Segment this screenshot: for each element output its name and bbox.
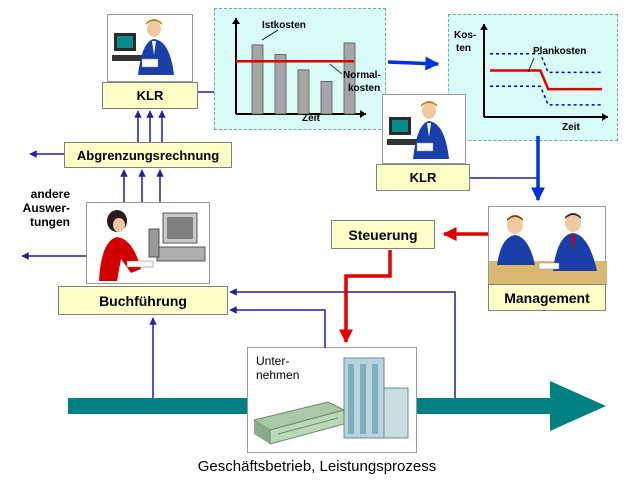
right-chart-y-arrowhead — [480, 24, 488, 30]
left-chart-y-arrowhead — [232, 18, 240, 24]
company-line-1: Unter- — [256, 354, 290, 368]
kosten-ylabel-1: Kos- — [454, 30, 477, 41]
person-at-computer-icon — [112, 19, 174, 75]
other-line-1: andere — [30, 187, 70, 201]
right-chart-xlabel: Zeit — [562, 122, 580, 133]
other-line-2: Auswer- — [22, 201, 70, 215]
klr-top-text: KLR — [136, 88, 164, 103]
klr-top-label: KLR — [102, 82, 198, 109]
plankosten-chart-panel — [448, 14, 618, 141]
normalkosten-label-1: Normal- — [343, 70, 381, 81]
lower-tolerance-line — [490, 85, 602, 106]
klr-middle-label: KLR — [376, 164, 470, 191]
management-box: Management — [488, 284, 606, 311]
management-clip — [488, 206, 607, 285]
diagram-caption: Geschäftsbetrieb, Leistungsprozess — [197, 458, 437, 475]
istkosten-bar-3 — [297, 69, 310, 115]
klr-middle-text: KLR — [409, 170, 437, 185]
plankosten-pointer — [527, 57, 535, 73]
istkosten-label: Istkosten — [262, 20, 306, 31]
upper-tolerance-line — [490, 53, 602, 74]
steuerung-text: Steuerung — [348, 226, 418, 243]
woman-at-computer-icon — [99, 210, 206, 281]
management-text: Management — [504, 289, 590, 306]
left-chart-xlabel: Zeit — [302, 113, 320, 124]
plankosten-label: Plankosten — [533, 46, 587, 57]
klr-top-clip — [107, 14, 193, 82]
unternehmen-text: Unter- nehmen — [256, 354, 299, 382]
istkosten-bar-4 — [320, 80, 333, 115]
kosten-ylabel-2: ten — [456, 43, 471, 54]
abgrenzung-text: Abgrenzungsrechnung — [76, 147, 220, 163]
istkosten-bar-1 — [251, 44, 264, 115]
other-line-3: tungen — [30, 215, 70, 229]
right-chart-x-arrowhead — [602, 113, 608, 121]
normalkosten-pointer — [329, 63, 343, 75]
plankosten-line — [490, 69, 602, 91]
istkosten-pointer — [261, 29, 279, 41]
abgrenzung-box: Abgrenzungsrechnung — [64, 142, 232, 168]
meeting-people-icon — [489, 213, 607, 285]
istkosten-bar-5 — [343, 42, 356, 115]
unternehmen-clip — [247, 347, 417, 453]
istkosten-bar-2 — [274, 54, 287, 115]
accountant-clip — [86, 202, 210, 284]
normalkosten-label-2: kosten — [348, 83, 381, 94]
left-chart-x-arrowhead — [360, 110, 366, 118]
buchfuehrung-box: Buchführung — [58, 286, 228, 315]
office-building-icon — [252, 357, 409, 445]
company-line-2: nehmen — [256, 368, 300, 382]
klr-middle-clip — [382, 94, 466, 164]
buchfuehrung-text: Buchführung — [99, 292, 187, 309]
steuerung-box: Steuerung — [331, 220, 435, 249]
person-at-computer-icon-2 — [387, 101, 449, 159]
andere-auswertungen-text: andere Auswer- tungen — [8, 187, 70, 229]
